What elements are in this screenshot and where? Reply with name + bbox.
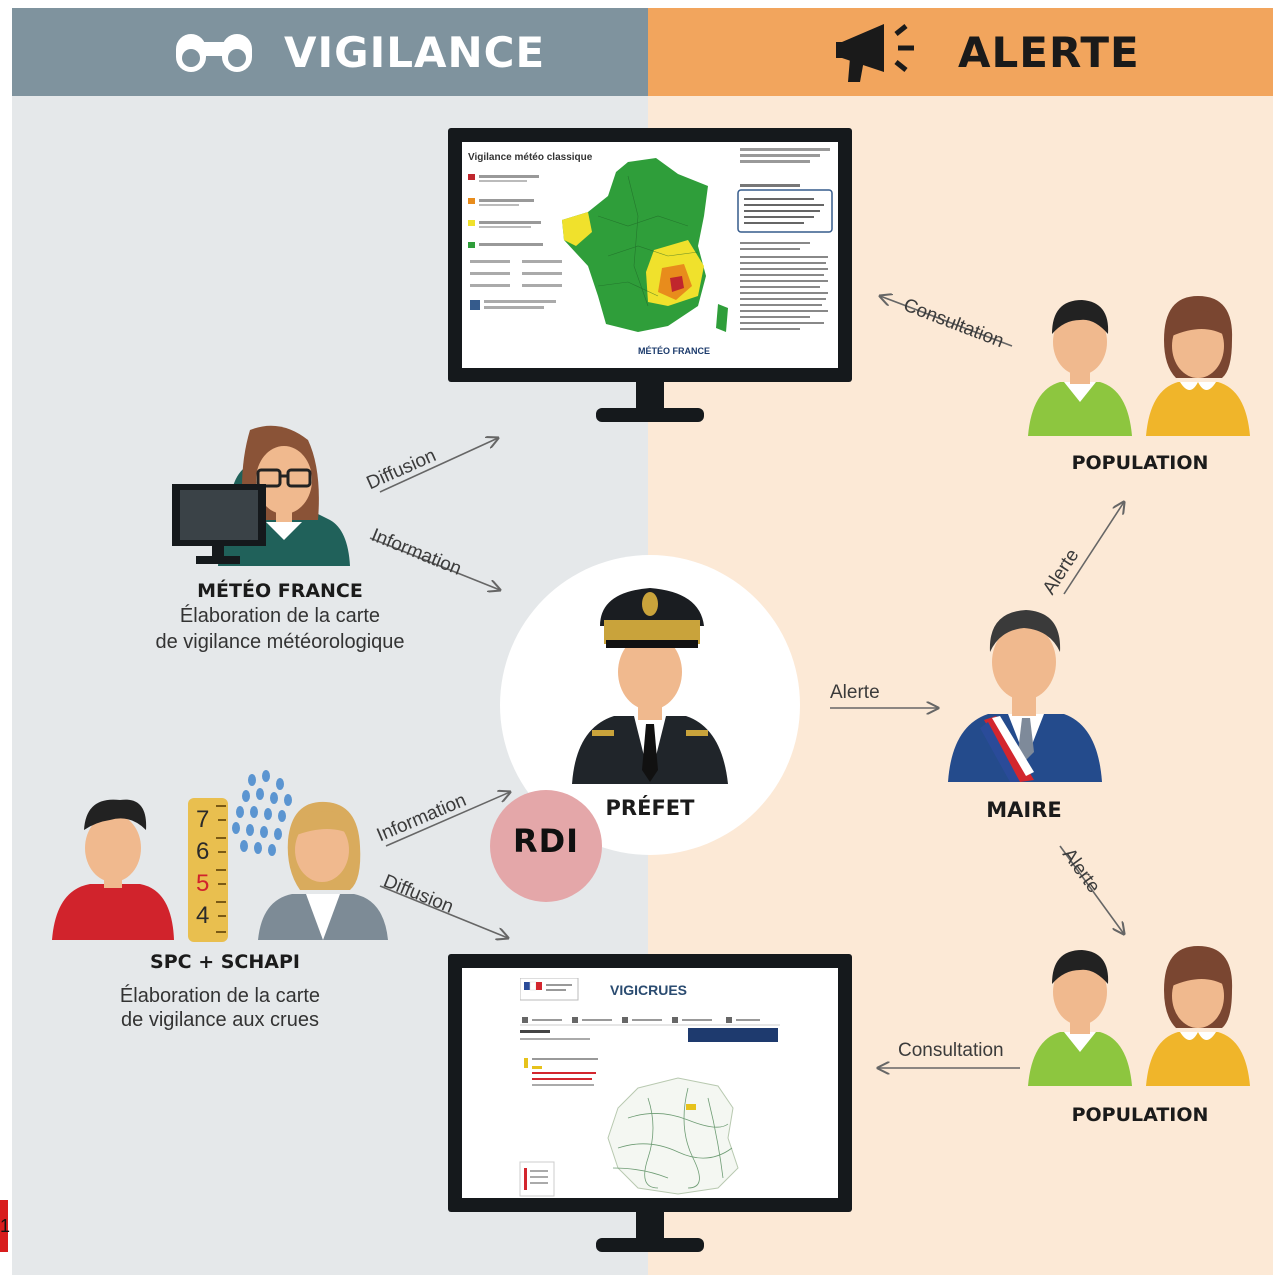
ruler-mark-5: 5: [196, 870, 210, 897]
alerte-title: ALERTE: [958, 28, 1140, 77]
rdi-circle: RDI: [490, 790, 602, 902]
vigicrues-screen: VIGICRUES: [462, 968, 838, 1198]
arrow-maire-population-top: [1063, 502, 1124, 595]
arrow-maire-population-bottom: [1059, 845, 1124, 934]
meteo-france-brand: MÉTÉO FRANCE: [638, 346, 710, 356]
meteo-france-desc-line1: Élaboration de la carte: [179, 605, 381, 627]
label-population-bottom-consultation: Consultation: [898, 1040, 1004, 1061]
spc-schapi-name: SPC + SCHAPI: [150, 951, 300, 973]
meteo-map-title: Vigilance météo classique: [468, 152, 593, 163]
rdi-label: RDI: [512, 822, 580, 860]
prefet-name: PRÉFET: [605, 796, 695, 820]
megaphone-icon: [836, 24, 914, 82]
population-bottom-figures: [1028, 946, 1250, 1086]
rain-drops: [232, 770, 292, 856]
meteo-map-monitor: Vigilance météo classique: [448, 128, 852, 424]
spc-woman: [258, 801, 388, 940]
prefet-figure: [572, 588, 728, 784]
ruler-mark-4: 4: [196, 902, 210, 929]
meteo-france-name: MÉTÉO FRANCE: [197, 580, 363, 602]
arrow-spc-information: [385, 792, 510, 847]
maire-name: MAIRE: [986, 798, 1062, 822]
binoculars-icon: [176, 34, 252, 72]
spc-man: [52, 799, 174, 940]
meteo-france-forecaster: [172, 425, 350, 566]
vigicrues-body: [519, 1028, 778, 1197]
corner-mark: 1: [0, 1216, 11, 1236]
corner-red-tab: 1: [0, 1200, 11, 1252]
vigicrues-nav: [520, 1017, 780, 1026]
population-top-name: POPULATION: [1071, 452, 1209, 474]
meteo-map-legend: [468, 174, 562, 310]
vigicrues-header-logo: [520, 978, 579, 1001]
spc-schapi-desc-line2: de vigilance aux crues: [121, 1009, 319, 1031]
meteo-france-desc-line2: de vigilance météorologique: [155, 631, 405, 653]
water-level-ruler: [188, 798, 228, 942]
population-top-figures: [1028, 296, 1250, 436]
arrow-meteo-diffusion: [379, 438, 498, 493]
diagram-arrows: [369, 296, 1124, 1068]
arrow-population-top-consultation: [880, 296, 1013, 347]
maire-figure: [948, 610, 1102, 782]
vigilance-title: VIGILANCE: [284, 28, 546, 77]
ruler-mark-6: 6: [196, 838, 210, 865]
vigilance-header: VIGILANCE: [12, 8, 648, 96]
meteo-map-sidebar: [737, 148, 833, 330]
alerte-header: ALERTE: [648, 8, 1273, 96]
ruler-mark-7: 7: [196, 806, 210, 833]
spc-schapi-desc-line1: Élaboration de la carte: [119, 985, 321, 1007]
label-prefet-maire: Alerte: [830, 682, 880, 703]
population-bottom-name: POPULATION: [1071, 1104, 1209, 1126]
vigicrues-title: VIGICRUES: [610, 982, 688, 998]
arrow-spc-diffusion: [379, 885, 508, 938]
vigicrues-monitor: VIGICRUES: [448, 954, 852, 1254]
arrow-meteo-information: [369, 537, 500, 590]
meteo-map-screen: Vigilance météo classique: [462, 142, 838, 368]
france-weather-map: [562, 158, 728, 332]
